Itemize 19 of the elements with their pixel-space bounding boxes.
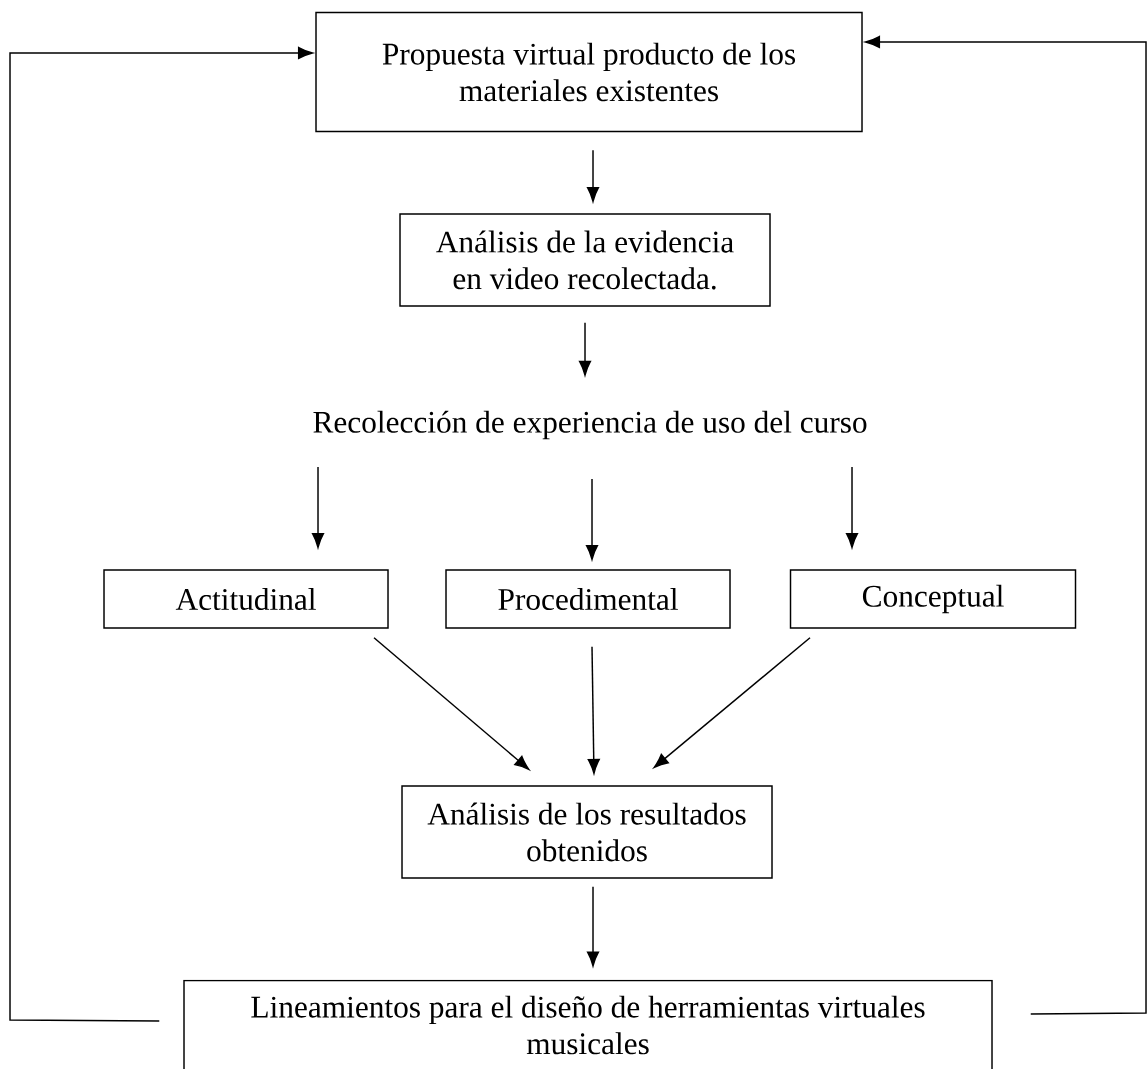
process-box: Análisis de los resultados obtenidos — [401, 785, 773, 879]
process-box: Lineamientos para el diseño de herramientas virtuales musicales — [183, 979, 993, 1069]
arrow — [311, 466, 325, 549]
process-box: Análisis de la evidencia en video recolectada. — [399, 213, 771, 307]
process-box: Conceptual — [789, 569, 1077, 629]
process-box: Propuesta virtual producto de los materiales existentes — [315, 11, 863, 133]
arrow — [586, 886, 600, 967]
arrow — [864, 35, 1147, 1015]
arrow — [586, 149, 600, 203]
arrow — [578, 322, 592, 376]
arrow — [9, 46, 314, 1022]
arrow — [585, 478, 599, 561]
flow-text: Recolección de experiencia de uso del curso — [313, 410, 867, 440]
arrow — [845, 466, 859, 549]
arrow — [373, 637, 530, 771]
process-box: Procedimental — [445, 569, 731, 629]
process-box: Actitudinal — [103, 569, 389, 629]
arrow — [587, 646, 600, 775]
arrow — [653, 637, 811, 769]
